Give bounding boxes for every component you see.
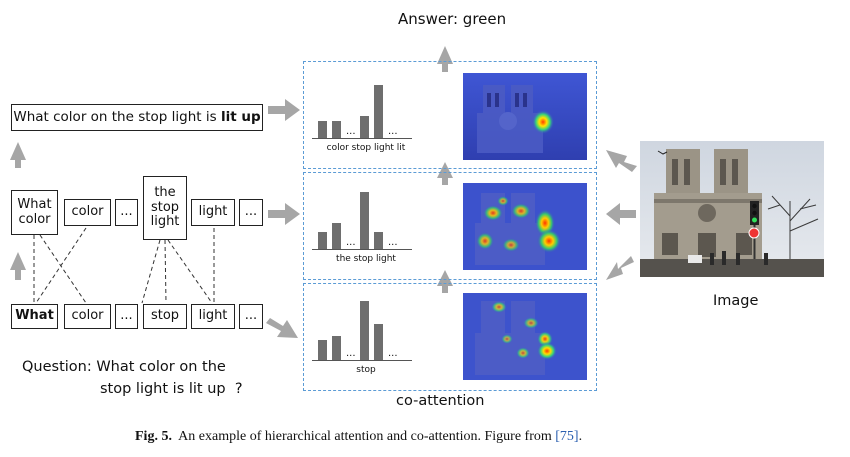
attention-bar [374, 85, 383, 138]
word-text: light [198, 308, 228, 324]
bar-chart-label: stop [356, 365, 376, 375]
caption-fig-label: Fig. 5. [135, 429, 172, 444]
flow-arrows [10, 46, 637, 338]
attention-bars-bottom: ......stop [312, 292, 422, 382]
bar-chart-label: the stop light [336, 254, 396, 264]
bar-chart-baseline [312, 138, 412, 139]
attention-bar [318, 340, 327, 360]
image-label: Image [713, 293, 759, 309]
question-line-2: stop light is lit up ? [100, 381, 243, 397]
cathedral-heatmap-bottom-graphic [463, 293, 587, 380]
bar-ellipsis: ... [388, 348, 398, 359]
attention-panel-phrase-mid [303, 172, 597, 280]
attention-panel-phrase-top [303, 61, 597, 169]
attention-bar [318, 232, 327, 249]
phrase-text: ... [244, 204, 258, 220]
bar-chart-baseline [312, 360, 412, 361]
heatmap-image-bottom [463, 293, 587, 380]
heatmap-image-top [463, 73, 587, 160]
phrase-text: color [71, 204, 104, 220]
attention-bar [360, 116, 369, 138]
phrase-box-light: light [191, 199, 235, 226]
figure-caption: Fig. 5. An example of hierarchical atten… [135, 429, 582, 445]
heatmap-image-mid [463, 183, 587, 270]
attention-bar [332, 223, 341, 249]
phrase-box-ellipsis-2: ... [239, 199, 263, 226]
attention-bar [360, 192, 369, 249]
word-box-what: What [11, 304, 58, 329]
answer-label: Answer: green [398, 10, 507, 28]
phrase-text: the stop light [150, 184, 180, 230]
attention-bars-top: ...... color stop light lit [312, 70, 422, 160]
attention-bar [374, 232, 383, 249]
attention-bar [318, 121, 327, 138]
caption-citation-link[interactable]: [75] [555, 429, 579, 444]
word-text: What [15, 308, 54, 324]
attention-bars-mid: ...... the stop light [312, 181, 422, 271]
attention-panel-word [303, 283, 597, 391]
cathedral-heatmap-top-graphic [463, 73, 587, 160]
phrase-text: What color [17, 196, 52, 227]
bar-ellipsis: ... [388, 126, 398, 137]
word-text: ... [244, 308, 258, 324]
bar-chart-baseline [312, 249, 412, 250]
word-box-light: light [191, 304, 235, 329]
co-attention-label: co-attention [396, 393, 485, 409]
phrase-links [33, 227, 215, 304]
word-text: color [71, 308, 104, 324]
phrase-text: ... [120, 204, 133, 220]
word-box-ellipsis: ... [115, 304, 138, 329]
sentence-bold-text: lit up [220, 108, 261, 125]
phrase-box-the-stop-light: the stop light [143, 176, 187, 240]
word-box-color: color [64, 304, 111, 329]
phrase-box-ellipsis: ... [115, 199, 138, 226]
bar-ellipsis: ... [388, 237, 398, 248]
cathedral-photo-graphic [640, 141, 824, 277]
word-text: stop [150, 308, 180, 324]
input-image [640, 141, 824, 277]
cathedral-heatmap-mid-graphic [463, 183, 587, 270]
phrase-text: light [198, 204, 228, 220]
caption-end: . [578, 429, 583, 444]
bar-ellipsis: ... [346, 348, 356, 359]
bar-ellipsis: ... [346, 126, 356, 137]
sentence-text: What color on the stop light is [13, 108, 221, 125]
attention-bar [332, 121, 341, 138]
word-box-stop: stop [143, 304, 187, 329]
question-line-1: Question: What color on the [22, 359, 226, 375]
bar-ellipsis: ... [346, 237, 356, 248]
phrase-box-color: color [64, 199, 111, 226]
phrase-box-what-color: What color [11, 190, 58, 235]
caption-text: An example of hierarchical attention and… [171, 429, 556, 444]
bar-chart-label: color stop light lit [326, 143, 406, 153]
word-text: ... [120, 308, 133, 324]
attention-bar [332, 336, 341, 360]
attention-bar [360, 301, 369, 360]
sentence-box: What color on the stop light is lit up [11, 104, 263, 131]
word-box-ellipsis-2: ... [239, 304, 263, 329]
attention-bar [374, 324, 383, 360]
